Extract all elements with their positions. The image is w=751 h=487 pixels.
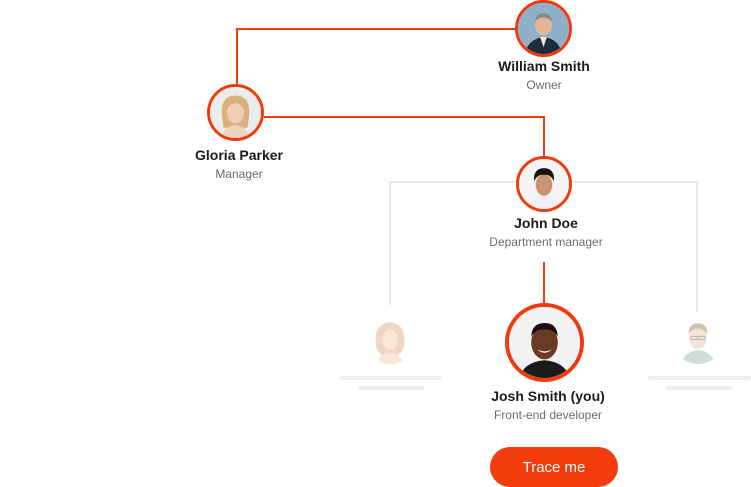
person-role-william: Owner: [526, 78, 562, 92]
person-name-gloria: Gloria Parker: [195, 147, 283, 163]
avatar-john-doe[interactable]: [516, 156, 572, 212]
person-photo-icon: [518, 3, 569, 54]
trace-me-button[interactable]: Trace me: [490, 447, 618, 487]
connector-john-to-right-sibling: [572, 181, 698, 312]
connector-william-to-gloria: [236, 28, 516, 84]
person-photo-icon: [364, 312, 416, 364]
person-photo-icon: [210, 87, 261, 138]
person-role-john: Department manager: [489, 235, 603, 249]
avatar-gloria-parker[interactable]: [207, 84, 264, 141]
person-name-william: William Smith: [498, 58, 590, 74]
avatar-sibling-left[interactable]: [364, 312, 416, 364]
connector-john-to-left-sibling: [389, 181, 516, 305]
person-role-gloria: Manager: [215, 167, 263, 181]
person-role-josh: Front-end developer: [493, 408, 603, 422]
person-photo-icon: [509, 307, 580, 378]
person-photo-icon: [672, 312, 724, 364]
avatar-sibling-right[interactable]: [672, 312, 724, 364]
placeholder-name-bar: [648, 376, 751, 380]
placeholder-role-bar: [358, 386, 424, 390]
connector-gloria-to-john: [264, 116, 545, 156]
person-name-josh: Josh Smith (you): [491, 388, 605, 404]
placeholder-role-bar: [666, 386, 732, 390]
avatar-william-smith[interactable]: [515, 0, 572, 57]
avatar-josh-smith[interactable]: [505, 303, 584, 382]
placeholder-name-bar: [340, 376, 442, 380]
person-photo-icon: [519, 159, 569, 209]
person-name-john: John Doe: [514, 215, 578, 231]
